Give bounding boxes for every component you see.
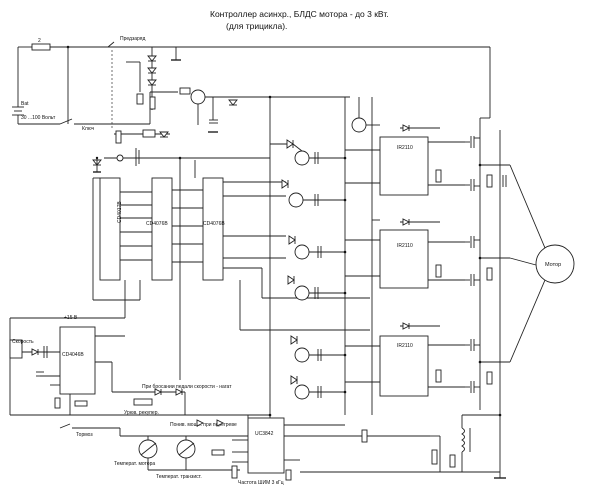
power-rail-top: 2 <box>17 38 491 118</box>
ic-cd4017: CD4017B <box>99 177 123 281</box>
driver-stage-2 <box>287 235 345 301</box>
fuse-label: 2 <box>38 38 41 44</box>
battery-name: Bat <box>21 101 29 107</box>
ic-ir2110-3-label: IR2110 <box>397 343 413 349</box>
brake-label: Тормоз <box>76 432 93 438</box>
battery-voltage: 30 ...100 Вольт <box>21 115 56 121</box>
ic-ir2110-2-label: IR2110 <box>397 243 413 249</box>
ic-ir2110-2: IR2110 <box>345 218 465 289</box>
speed-section: Скорость CD4046B +15 В <box>9 308 270 416</box>
ic-ir2110-1-label: IR2110 <box>397 145 413 151</box>
key-label: Ключ <box>82 126 94 132</box>
ic-cd4076-b-label: CD4076B <box>203 221 225 227</box>
temp-transistors-label: Температ. транзист. <box>156 474 202 480</box>
fuse <box>31 43 51 51</box>
ic-uc3842-label: UC3842 <box>255 431 274 437</box>
ic-cd4076-a: CD4076B <box>146 177 173 281</box>
driver-stage-3 <box>290 335 345 400</box>
ic-cd4017-label: CD4017B <box>117 201 123 223</box>
ic-uc3842: UC3842 Частота ШИМ 3 кГц <box>211 415 345 486</box>
ic-cd4076-b: CD4076B <box>202 177 225 281</box>
title-line-1: Контроллер асинхр., БЛДС мотора - до 3 к… <box>210 9 389 19</box>
mosfet-bridge <box>465 117 546 415</box>
regulator <box>149 87 270 133</box>
title-line-2: (для трицикла). <box>226 21 287 31</box>
key-switch: Ключ <box>59 118 150 132</box>
battery: Bat 30 ...100 Вольт <box>12 101 60 125</box>
ic-cd4076-a-label: CD4076B <box>146 221 168 227</box>
power-limit-label: Понив. мощн. при перегреве <box>170 422 237 428</box>
precharge-label: Предзаряд <box>120 36 145 42</box>
ic-cd4046-label: CD4046B <box>62 352 84 358</box>
current-sense <box>300 414 506 479</box>
recuperation-section: При бросании педали скорости - нагат Урю… <box>112 384 232 416</box>
pedal-release-label: При бросании педали скорости - нагат <box>142 384 232 390</box>
driver-stage-1 <box>270 139 345 208</box>
pwm-freq-label: Частота ШИМ 3 кГц <box>238 480 284 486</box>
precharge-block: Предзаряд <box>92 36 181 173</box>
ic-ir2110-3: IR2110 <box>345 322 465 397</box>
ic-ir2110-1: IR2110 <box>345 124 465 196</box>
bootstrap-transistor <box>351 117 367 133</box>
temp-motor-label: Температ. мотора <box>114 461 155 467</box>
motor-label: Мотор <box>545 262 561 268</box>
logic-bus <box>92 157 370 380</box>
thermal-section: Понив. мощн. при перегреве Температ. мот… <box>114 419 240 480</box>
recuperation-label: Урюв. рекупер. <box>124 410 159 416</box>
speed-label: Скорость <box>12 339 34 345</box>
junctions <box>178 95 502 417</box>
motor: Мотор <box>535 244 575 284</box>
